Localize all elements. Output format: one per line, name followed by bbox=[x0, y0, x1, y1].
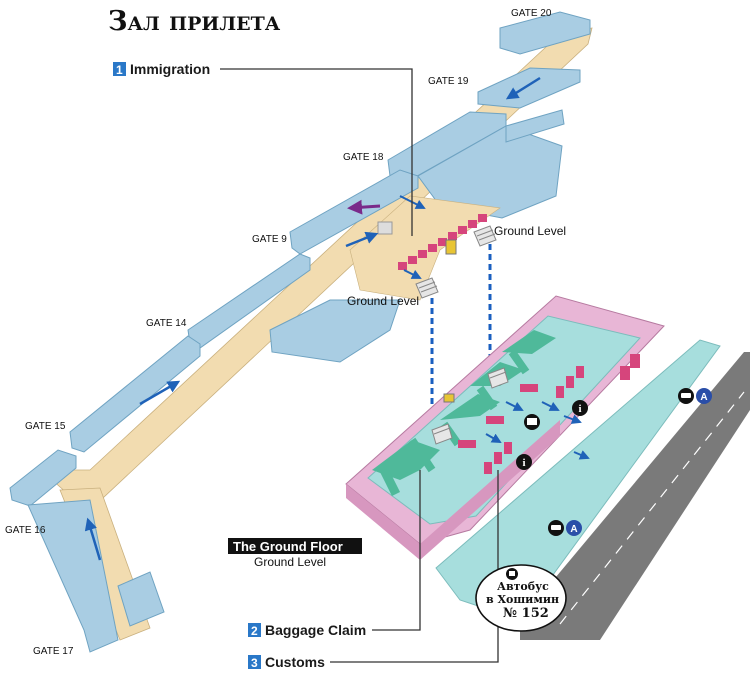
car-icon bbox=[548, 520, 564, 536]
bus-icon bbox=[506, 568, 518, 580]
gate-label-15: GATE 15 bbox=[25, 421, 66, 432]
info-icon: i bbox=[516, 454, 532, 470]
info-icon: i bbox=[572, 400, 588, 416]
callout-label: Customs bbox=[265, 654, 325, 670]
escalator-left bbox=[415, 277, 439, 299]
upper-concourse: GATE 20 GATE 19 GATE 18 GATE 9 GATE 14 G… bbox=[5, 8, 593, 657]
callout-number: 1 bbox=[116, 63, 123, 77]
gate-building-16 bbox=[27, 499, 119, 653]
callout-number: 3 bbox=[251, 656, 258, 670]
gate-label-16: GATE 16 bbox=[5, 525, 46, 536]
kiosk-box bbox=[377, 221, 393, 235]
gate-building-19 bbox=[477, 67, 581, 109]
svg-text:i: i bbox=[578, 403, 581, 415]
callout-number-badge bbox=[248, 655, 261, 669]
ground-flow-arrow bbox=[505, 401, 524, 411]
flow-arrow bbox=[84, 517, 102, 561]
flow-arrow bbox=[139, 380, 181, 406]
ground-floor-label-bg bbox=[228, 538, 362, 554]
gate-building-14 bbox=[69, 335, 201, 453]
svg-text:i: i bbox=[522, 457, 525, 469]
ground-escalator-left bbox=[431, 423, 453, 445]
callout-customs: 3 Customs bbox=[248, 470, 499, 670]
road-marker-label: A bbox=[700, 392, 707, 403]
road bbox=[520, 352, 750, 640]
gate-label-20: GATE 20 bbox=[511, 8, 552, 19]
callout-number-badge bbox=[248, 623, 261, 637]
ground-hall-front-wall bbox=[346, 484, 420, 560]
callout-leader-line bbox=[372, 470, 421, 631]
bus-note-line1: Автобус bbox=[497, 580, 549, 593]
gate-building-20 bbox=[499, 11, 591, 55]
ground-floor-subtitle: Ground Level bbox=[254, 555, 326, 569]
gate-label-14: GATE 14 bbox=[146, 318, 187, 329]
level-label-upper-right: Ground Level bbox=[494, 224, 566, 238]
road-marker-a: A bbox=[566, 520, 582, 536]
pier-building-left bbox=[269, 299, 401, 363]
callout-leader-line bbox=[220, 68, 413, 236]
bus-note-line3: № 152 bbox=[503, 606, 549, 621]
gate-label-18: GATE 18 bbox=[343, 152, 384, 163]
flow-arrow bbox=[505, 76, 541, 100]
road-lane-line bbox=[559, 391, 745, 625]
ground-flow-arrow bbox=[485, 433, 502, 443]
ground-escalator-right bbox=[487, 367, 509, 389]
flow-arrow bbox=[345, 231, 379, 248]
gate-label-17: GATE 17 bbox=[33, 646, 74, 657]
customs-counters bbox=[458, 354, 640, 474]
ground-floor-title: The Ground Floor bbox=[233, 539, 343, 554]
callout-immigration: 1 Immigration bbox=[113, 61, 413, 236]
bus-note: Автобус в Хошимин № 152 bbox=[475, 564, 567, 632]
level-label-upper-left: Ground Level bbox=[347, 294, 419, 308]
gate-building-15 bbox=[9, 449, 77, 507]
car-icon bbox=[678, 388, 694, 404]
callout-number: 2 bbox=[251, 624, 258, 638]
sidewalk bbox=[435, 339, 721, 621]
escalator-right bbox=[473, 225, 497, 247]
yellow-kiosk bbox=[443, 393, 455, 403]
callout-label: Baggage Claim bbox=[265, 622, 366, 638]
road-marker-label: A bbox=[570, 524, 577, 535]
gate-label-9: GATE 9 bbox=[252, 234, 287, 245]
ground-flow-arrow bbox=[573, 450, 590, 460]
callout-leader-line bbox=[330, 470, 499, 663]
gate-label-19: GATE 19 bbox=[428, 76, 469, 87]
bus-note-line2: в Хошимин bbox=[486, 593, 559, 606]
ground-floor-label: The Ground Floor Ground Level bbox=[228, 538, 362, 569]
exchange-icon bbox=[524, 414, 540, 430]
road-marker-a: A bbox=[696, 388, 712, 404]
flow-arrow bbox=[403, 269, 422, 279]
ground-flow-arrow bbox=[541, 401, 560, 411]
immigration-counters bbox=[398, 214, 487, 270]
callout-label: Immigration bbox=[130, 61, 210, 77]
callout-baggage-claim: 2 Baggage Claim bbox=[248, 470, 421, 638]
callout-number-badge bbox=[113, 62, 126, 76]
ground-floor: i i A A bbox=[345, 295, 750, 640]
pier-building-upper-right bbox=[505, 109, 565, 143]
bus-note-ellipse bbox=[475, 564, 567, 632]
ground-flow-arrow bbox=[563, 414, 582, 424]
flow-arrow bbox=[347, 199, 381, 215]
info-kiosk bbox=[445, 239, 457, 255]
gate-building-17 bbox=[117, 571, 165, 627]
map-title: Зал прилета bbox=[108, 6, 281, 37]
